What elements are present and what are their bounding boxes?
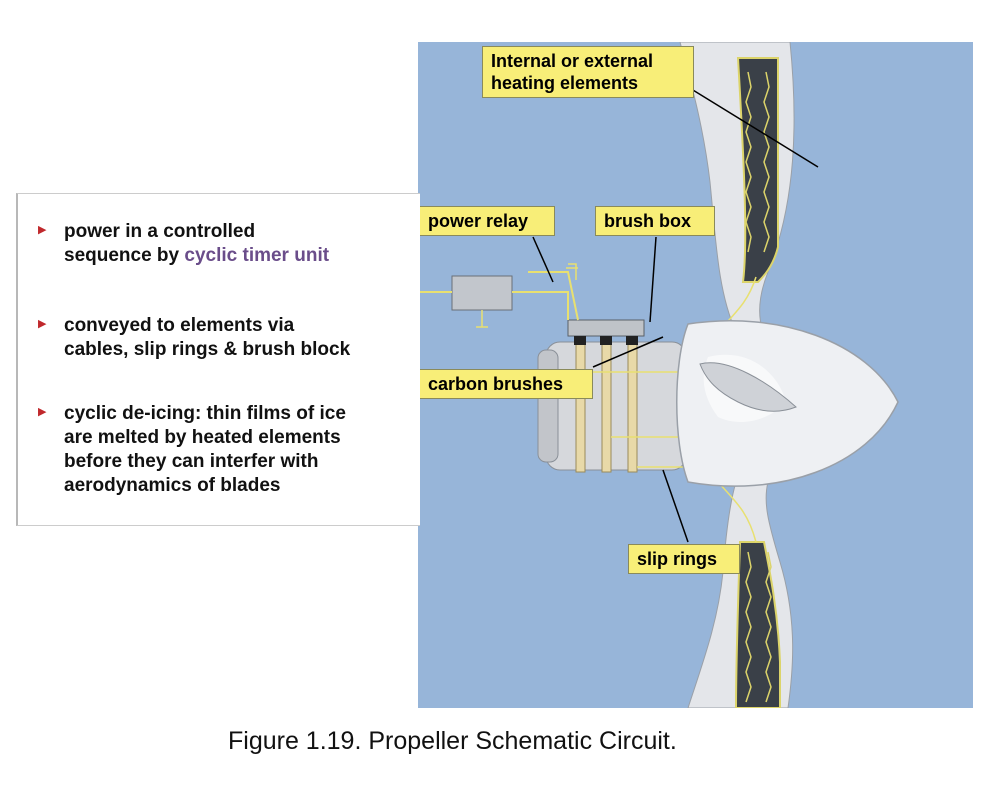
leader-slip-rings bbox=[662, 469, 689, 543]
bullet-marker-icon: ▶ bbox=[38, 318, 47, 330]
leader-carbon-brushes bbox=[592, 336, 664, 368]
carbon-brush-1 bbox=[574, 336, 586, 345]
bullet-item-2: ▶ conveyed to elements via cables, slip … bbox=[38, 314, 350, 362]
callout-carbon-brushes: carbon brushes bbox=[419, 369, 593, 399]
leader-power-relay bbox=[532, 236, 554, 283]
power-relay-box bbox=[451, 275, 513, 311]
bullet-marker-icon: ▶ bbox=[38, 406, 47, 418]
callout-power-relay: power relay bbox=[419, 206, 555, 236]
callout-brush-box: brush box bbox=[595, 206, 715, 236]
bullet-list: ▶ power in a controlled sequence by cycl… bbox=[16, 193, 420, 526]
callout-heating-elements: Internal or external heating elements bbox=[482, 46, 694, 98]
figure-caption: Figure 1.19. Propeller Schematic Circuit… bbox=[228, 727, 677, 755]
bullet-2-line-2: cables, slip rings & brush block bbox=[64, 339, 351, 360]
leader-heating bbox=[687, 86, 819, 168]
callout-slip-rings: slip rings bbox=[628, 544, 740, 574]
bullet-1-line-2-prefix: sequence by bbox=[64, 245, 185, 266]
bullet-1-line-2: sequence by cyclic timer unit bbox=[64, 244, 329, 268]
slip-ring-1 bbox=[575, 339, 586, 473]
bullet-3-line-4: aerodynamics of blades bbox=[64, 475, 281, 496]
leader-brush-box bbox=[649, 236, 657, 323]
bullet-2-line-1: conveyed to elements via bbox=[64, 315, 295, 336]
bullet-item-3: ▶ cyclic de-icing: thin films of ice are… bbox=[38, 402, 346, 498]
bullet-3-line-3: before they can interfer with bbox=[64, 451, 319, 472]
callout-heating-line2: heating elements bbox=[491, 73, 639, 93]
bullet-item-1: ▶ power in a controlled sequence by cycl… bbox=[38, 220, 329, 268]
bullet-1-line-1: power in a controlled bbox=[64, 221, 256, 242]
propeller-drawing bbox=[418, 42, 899, 708]
slip-ring-drum bbox=[545, 341, 687, 471]
slip-ring-3 bbox=[627, 339, 638, 473]
carbon-brush-3 bbox=[626, 336, 638, 345]
bullet-3-line-1: cyclic de-icing: thin films of ice bbox=[64, 403, 346, 424]
propeller-illustration bbox=[418, 42, 973, 708]
bullet-3-line-2: are melted by heated elements bbox=[64, 427, 341, 448]
bullet-1-highlight: cyclic timer unit bbox=[184, 245, 330, 266]
bullet-marker-icon: ▶ bbox=[38, 224, 47, 236]
brush-box bbox=[567, 319, 645, 337]
carbon-brush-2 bbox=[600, 336, 612, 345]
callout-heating-line1: Internal or external bbox=[491, 51, 654, 71]
